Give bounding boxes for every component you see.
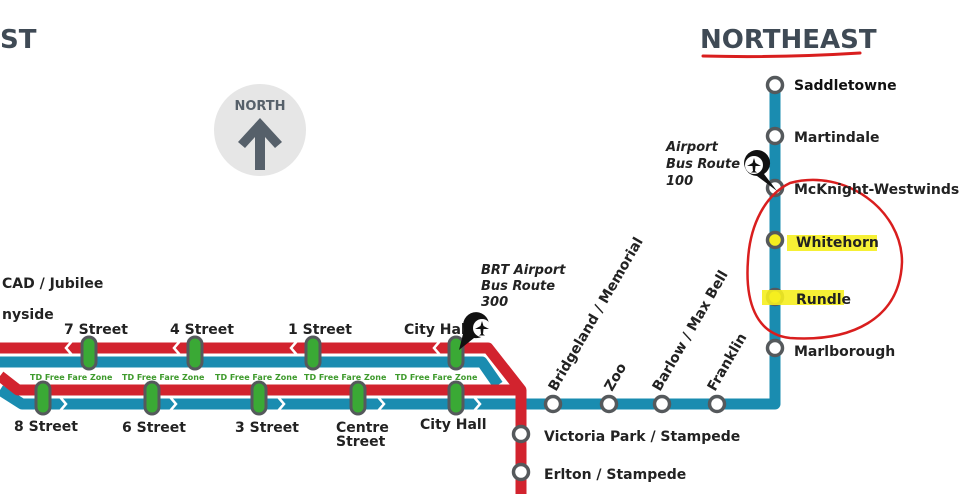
station-zoo[interactable] (599, 394, 619, 414)
north-arrow-icon (238, 118, 282, 170)
blue-line-westbound (0, 356, 503, 389)
label-erlton: Erlton / Stampede (544, 467, 686, 483)
airport-line-1: Airport (665, 140, 719, 155)
label-victoria-park: Victoria Park / Stampede (544, 429, 740, 445)
station-erlton[interactable] (511, 462, 531, 482)
rundle-highlight (762, 290, 844, 305)
whitehorn-highlight (787, 235, 877, 251)
station-franklin[interactable] (707, 394, 727, 414)
label-zoo: Zoo (602, 360, 631, 394)
label-rundle: Rundle (796, 292, 851, 308)
fare-zone-label: TD Free Fare Zone (395, 373, 478, 382)
station-city-hall-westbound[interactable] (447, 335, 465, 371)
brt-bus-route-label: BRT Airport Bus Route 300 (481, 263, 566, 310)
station-marlborough[interactable] (765, 338, 785, 358)
chevron-right-icon (277, 396, 286, 412)
label-left-top-a: CAD / Jubilee (2, 276, 103, 292)
downtown-stations (34, 335, 465, 416)
region-label-northeast: NORTHEAST (700, 25, 877, 55)
chevron-left-icon (289, 340, 298, 356)
label-city-hall-westbound: City Hall (404, 322, 471, 338)
label-1-street: 1 Street (288, 322, 352, 338)
station-3-street[interactable] (250, 380, 268, 416)
label-saddletowne: Saddletowne (794, 78, 897, 94)
label-mcknight: McKnight-Westwinds (794, 182, 959, 198)
fare-zone-labels: TD Free Fare Zone TD Free Fare Zone TD F… (30, 373, 478, 382)
label-marlborough: Marlborough (794, 344, 895, 360)
fare-zone-label: TD Free Fare Zone (122, 373, 205, 382)
label-martindale: Martindale (794, 130, 880, 146)
north-compass: NORTH (214, 84, 306, 176)
station-4-street[interactable] (186, 335, 204, 371)
station-victoria-park[interactable] (511, 424, 531, 444)
station-6-street[interactable] (143, 380, 161, 416)
station-barlow[interactable] (652, 394, 672, 414)
chevron-right-icon (59, 396, 68, 412)
brt-line-1: BRT Airport (481, 263, 566, 278)
fare-zone-label: TD Free Fare Zone (215, 373, 298, 382)
label-3-street: 3 Street (235, 420, 299, 436)
label-4-street: 4 Street (170, 322, 234, 338)
airport-line-2: Bus Route (666, 157, 740, 172)
fare-zone-label: TD Free Fare Zone (30, 373, 113, 382)
label-8-street: 8 Street (14, 419, 78, 435)
label-7-street: 7 Street (64, 322, 128, 338)
airport-pin-icon (744, 150, 777, 191)
region-label-partial: ST (0, 25, 37, 55)
chevron-right-icon (473, 396, 482, 412)
station-martindale[interactable] (765, 126, 785, 146)
northeast-underline-annotation (701, 51, 862, 59)
chevron-right-icon (377, 396, 386, 412)
hand-drawn-circle-annotation (746, 178, 904, 340)
label-left-top-b: nysidе (2, 307, 54, 323)
blue-line-eastbound (0, 85, 781, 410)
airport-line-3: 100 (666, 174, 693, 189)
label-whitehorn: Whitehorn (796, 235, 879, 251)
label-city-hall-eastbound: City Hall (420, 417, 487, 433)
label-6-street: 6 Street (122, 420, 186, 436)
station-whitehorn[interactable] (765, 230, 785, 250)
station-7-street[interactable] (80, 335, 98, 371)
station-bridgeland[interactable] (543, 394, 563, 414)
chevron-left-icon (64, 340, 73, 356)
station-city-hall-eastbound[interactable] (447, 380, 465, 416)
fare-zone-label: TD Free Fare Zone (304, 373, 387, 382)
label-centre-street-2: Street (336, 434, 386, 450)
station-centre-street[interactable] (349, 380, 367, 416)
label-franklin: Franklin (705, 331, 751, 394)
blue-line (0, 85, 781, 410)
brt-line-3: 300 (481, 295, 508, 310)
brt-line-2: Bus Route (481, 279, 555, 294)
station-1-street[interactable] (304, 335, 322, 371)
chevron-left-icon (432, 340, 441, 356)
chevron-right-icon (169, 396, 178, 412)
station-8-street[interactable] (34, 380, 52, 416)
label-centre-street-1: Centre (336, 420, 389, 436)
station-saddletowne[interactable] (765, 75, 785, 95)
label-bridgeland: Bridgeland / Memorial (546, 235, 647, 394)
direction-chevrons (59, 340, 482, 412)
airport-pin-icon (459, 312, 491, 350)
compass-label: NORTH (234, 99, 285, 114)
airport-bus-route-label: Airport Bus Route 100 (665, 140, 740, 189)
chevron-left-icon (172, 340, 181, 356)
